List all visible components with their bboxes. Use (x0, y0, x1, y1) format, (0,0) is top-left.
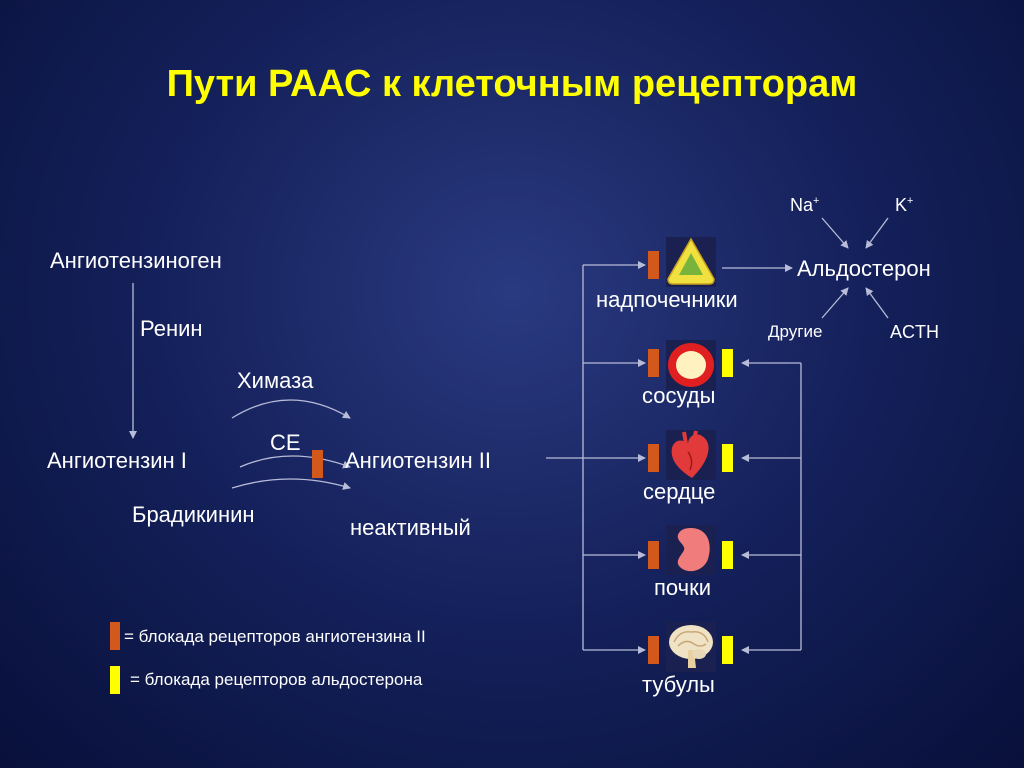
aldosterone-receptor-block (722, 444, 733, 472)
other-factors-label: Другие (768, 322, 823, 341)
angiotensin-ii-label: Ангиотензин II (345, 448, 491, 473)
k-ion-label: K+ (895, 195, 914, 215)
organ-label-adrenal: надпочечники (596, 287, 738, 312)
renin-label: Ренин (140, 316, 203, 341)
acth-label: ACTH (890, 322, 939, 342)
na-ion-label: Na+ (790, 195, 820, 215)
other-arrow (821, 287, 849, 319)
chymase-label: Химаза (237, 368, 314, 393)
slide-title: Пути РААС к клеточным рецепторам (166, 63, 858, 105)
at2-receptor-block (648, 349, 659, 377)
at2-receptor-block (648, 251, 659, 279)
legend-aldosterone-label: = блокада рецепторов альдостерона (130, 670, 423, 689)
vessel-icon (666, 340, 716, 390)
ace-arrow (239, 455, 351, 469)
k-arrow (865, 217, 889, 249)
at2-receptor-block (648, 541, 659, 569)
aldosterone-label: Альдостерон (797, 256, 931, 281)
ace-inhibitor-block (312, 450, 323, 478)
at2-receptor-block (648, 444, 659, 472)
legend-at2-label: = блокада рецепторов ангиотензина II (124, 627, 426, 646)
angiotensin-i-label: Ангиотензин I (47, 448, 187, 473)
angiotensinogen-label: Ангиотензиноген (50, 248, 222, 273)
organ-label-heart: сердце (643, 479, 716, 504)
organ-label-tubules: тубулы (642, 672, 715, 697)
na-arrow (821, 217, 849, 249)
aldosterone-receptor-block (722, 349, 733, 377)
bradykinin-arrow (231, 478, 351, 490)
organ-label-vessels: сосуды (642, 383, 716, 408)
adrenal-icon (666, 237, 716, 287)
ace-label: CE (270, 430, 301, 455)
heart-icon (666, 430, 716, 480)
legend-aldosterone-swatch (110, 666, 120, 694)
organ-label-kidneys: почки (654, 575, 712, 600)
bradykinin-label: Брадикинин (132, 502, 255, 527)
inactive-label: неактивный (350, 515, 471, 540)
at2-receptor-block (648, 636, 659, 664)
chymase-arrow (231, 399, 351, 419)
aldosterone-receptor-block (722, 541, 733, 569)
aldosterone-receptor-block (722, 636, 733, 664)
legend-at2-swatch (110, 622, 120, 650)
kidney-icon (666, 525, 716, 575)
brain-icon (666, 622, 716, 672)
acth-arrow (865, 287, 889, 319)
